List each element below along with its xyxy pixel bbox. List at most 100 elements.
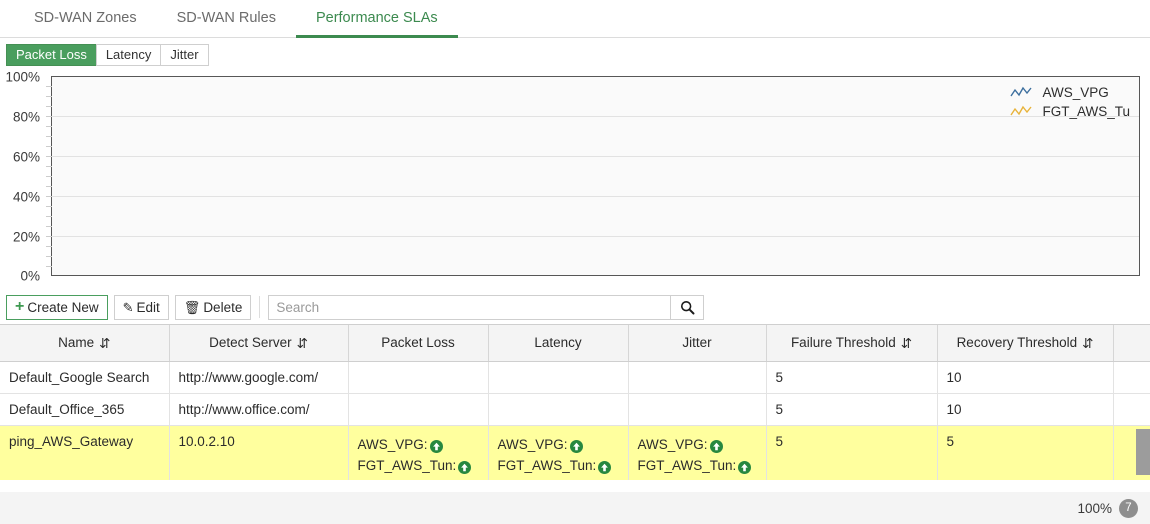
table-row[interactable]: Default_Google Search http://www.google.… xyxy=(0,361,1150,394)
metric-button-packet-loss[interactable]: Packet Loss xyxy=(6,44,97,66)
cell-overflow xyxy=(1113,393,1150,426)
record-count-badge: 7 xyxy=(1119,498,1138,518)
cell-name: Default_Google Search xyxy=(0,361,170,394)
edit-button[interactable]: ✎ Edit xyxy=(113,294,169,320)
member-status-line: FGT_AWS_Tun: xyxy=(638,455,757,476)
table-row[interactable]: ping_AWS_Gateway 10.0.2.10 AWS_VPG: FGT_… xyxy=(0,425,1150,480)
y-tick-label: 60% xyxy=(12,149,40,165)
chart-minor-tick xyxy=(46,86,52,87)
chart-y-axis: 100% 80% 60% 40% 20% 0% xyxy=(0,69,44,284)
legend-item-fgt-aws-tu[interactable]: FGT_AWS_Tu xyxy=(1010,104,1130,119)
member-label: FGT_AWS_Tun: xyxy=(637,457,737,473)
member-label: FGT_AWS_Tun: xyxy=(497,457,597,473)
chart-gridline xyxy=(52,156,1139,157)
column-header-jitter[interactable]: Jitter xyxy=(628,325,767,362)
column-header-overflow[interactable] xyxy=(1113,325,1150,362)
member-label: AWS_VPG: xyxy=(497,436,568,452)
cell-failure-threshold: 5 xyxy=(766,393,938,426)
cell-packet-loss xyxy=(348,393,489,426)
column-header-name[interactable]: Name⇵ xyxy=(0,325,170,362)
cell-jitter: AWS_VPG: FGT_AWS_Tun: xyxy=(628,425,767,480)
cell-failure-threshold: 5 xyxy=(766,425,938,480)
chart-minor-tick xyxy=(46,226,52,227)
create-new-button[interactable]: + Create New xyxy=(6,294,108,320)
cell-jitter xyxy=(628,393,767,426)
table-toolbar: + Create New ✎ Edit 🗑 Delete xyxy=(0,290,1150,324)
chart-minor-tick xyxy=(46,186,52,187)
vertical-scrollbar-thumb[interactable] xyxy=(1136,429,1150,475)
line-series-icon xyxy=(1010,105,1033,116)
chart-minor-tick xyxy=(46,146,52,147)
legend-item-aws-vpg[interactable]: AWS_VPG xyxy=(1010,85,1130,100)
toolbar-divider xyxy=(259,296,261,318)
performance-chart: 100% 80% 60% 40% 20% 0% xyxy=(0,70,1150,290)
cell-failure-threshold: 5 xyxy=(766,361,938,394)
chart-minor-tick xyxy=(46,236,52,237)
legend-label: AWS_VPG xyxy=(1042,85,1109,100)
cell-recovery-threshold: 10 xyxy=(937,393,1114,426)
search-button[interactable] xyxy=(670,294,705,320)
chart-minor-tick xyxy=(46,196,52,197)
member-label: AWS_VPG: xyxy=(637,436,708,452)
status-up-icon xyxy=(709,439,723,453)
chart-minor-tick xyxy=(46,216,52,217)
member-label: AWS_VPG: xyxy=(357,436,428,452)
cell-latency: AWS_VPG: FGT_AWS_Tun: xyxy=(488,425,629,480)
table-row[interactable]: Default_Office_365 http://www.office.com… xyxy=(0,393,1150,426)
member-status-line: AWS_VPG: xyxy=(358,434,479,455)
chart-minor-tick xyxy=(46,96,52,97)
metric-button-latency[interactable]: Latency xyxy=(95,44,162,66)
chart-gridline xyxy=(52,196,1139,197)
column-header-detect-server[interactable]: Detect Server⇵ xyxy=(169,325,349,362)
column-header-label: Jitter xyxy=(682,335,712,351)
tab-sd-wan-rules[interactable]: SD-WAN Rules xyxy=(157,0,296,38)
chart-minor-tick xyxy=(46,246,52,247)
plus-icon: + xyxy=(15,298,25,315)
cell-detect-server: http://www.office.com/ xyxy=(169,393,349,426)
chart-minor-tick xyxy=(46,156,52,157)
chart-minor-tick xyxy=(46,106,52,107)
sort-icon: ⇵ xyxy=(99,335,111,351)
column-header-label: Detect Server xyxy=(209,334,292,350)
column-header-packet-loss[interactable]: Packet Loss xyxy=(348,325,489,362)
tab-sd-wan-zones[interactable]: SD-WAN Zones xyxy=(14,0,157,38)
metric-toggle-group: Packet Loss Latency Jitter xyxy=(0,38,1150,68)
performance-sla-table: Name⇵ Detect Server⇵ Packet Loss Latency… xyxy=(0,324,1150,480)
sort-icon: ⇵ xyxy=(296,335,308,351)
cell-latency xyxy=(488,393,629,426)
column-header-label: Name xyxy=(58,334,95,350)
cell-name: ping_AWS_Gateway xyxy=(0,425,170,480)
column-header-recovery-threshold[interactable]: Recovery Threshold⇵ xyxy=(937,325,1114,362)
cell-detect-server: http://www.google.com/ xyxy=(169,361,349,394)
chart-minor-tick xyxy=(46,206,52,207)
cell-packet-loss: AWS_VPG: FGT_AWS_Tun: xyxy=(348,425,489,480)
y-tick-label: 40% xyxy=(12,189,40,205)
status-up-icon xyxy=(429,439,443,453)
tab-label: SD-WAN Rules xyxy=(176,9,276,26)
delete-button[interactable]: 🗑 Delete xyxy=(174,294,252,320)
pencil-icon: ✎ xyxy=(122,299,134,315)
cell-name: Default_Office_365 xyxy=(0,393,170,426)
cell-detect-server: 10.0.2.10 xyxy=(169,425,349,480)
sort-icon: ⇵ xyxy=(900,335,913,351)
member-label: FGT_AWS_Tun: xyxy=(357,457,457,473)
tab-performance-slas[interactable]: Performance SLAs xyxy=(295,0,458,38)
chart-gridline xyxy=(52,116,1139,117)
line-series-icon xyxy=(1010,86,1033,97)
search-input[interactable] xyxy=(268,294,671,320)
chart-minor-tick xyxy=(46,256,52,257)
cell-recovery-threshold: 10 xyxy=(937,361,1114,394)
metric-button-jitter[interactable]: Jitter xyxy=(160,44,209,66)
status-bar: 100% 7 xyxy=(0,492,1150,524)
chart-minor-tick xyxy=(46,176,52,177)
chart-minor-tick xyxy=(46,266,52,267)
cell-jitter xyxy=(628,361,767,394)
column-header-latency[interactable]: Latency xyxy=(488,325,629,362)
delete-label: Delete xyxy=(203,299,243,315)
column-header-failure-threshold[interactable]: Failure Threshold⇵ xyxy=(766,325,938,362)
y-tick-label: 100% xyxy=(5,69,40,85)
status-up-icon xyxy=(738,460,752,474)
search-icon xyxy=(680,300,695,314)
chart-legend: AWS_VPG FGT_AWS_Tu xyxy=(1010,85,1130,119)
member-status-line: AWS_VPG: xyxy=(498,434,619,455)
